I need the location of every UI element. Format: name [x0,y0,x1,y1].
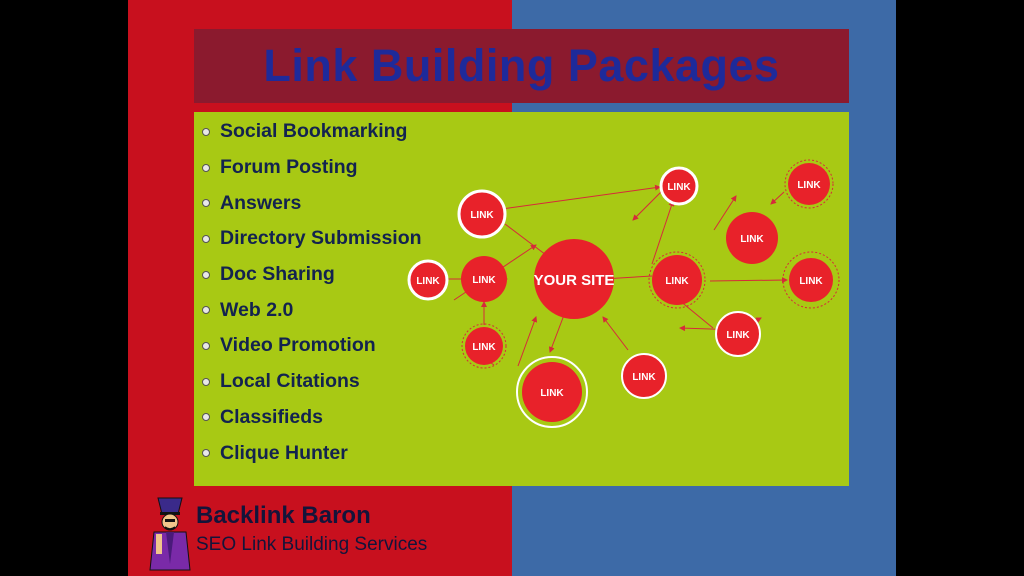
bullet-icon [202,341,210,350]
link-node-label: LINK [799,276,823,287]
bullet-icon [202,306,210,315]
link-node: LINK [457,189,507,239]
link-node-label: LINK [740,234,764,245]
link-node-label: LINK [632,372,656,383]
link-node: LINK [784,159,834,209]
link-node: LINK [621,353,667,399]
link-node: LINK [782,251,840,309]
baron-mascot-icon [149,497,191,571]
service-label: Local Citations [220,370,360,393]
link-node: LINK [648,251,706,309]
list-item: Video Promotion [202,328,422,364]
slide: Link Building Packages Social Bookmarkin… [128,0,896,576]
link-node: LINK [659,166,699,206]
link-node-label: LINK [797,180,821,191]
center-node: YOUR SITE [534,239,615,319]
list-item: Doc Sharing [202,257,422,293]
link-node: LINK [715,311,761,357]
list-item: Social Bookmarking [202,114,422,150]
slide-title: Link Building Packages [263,40,780,91]
service-label: Answers [220,191,302,214]
link-node: LINK [407,259,449,301]
link-node-label: LINK [665,276,689,287]
link-network-diagram: YOUR SITE LINK LINK LINK LINK [407,159,840,428]
bullet-icon [202,377,210,386]
service-label: Doc Sharing [220,263,335,286]
title-bar: Link Building Packages [194,29,849,103]
bullet-icon [202,270,210,279]
link-node-label: LINK [726,330,750,341]
link-node-label: LINK [470,210,494,221]
list-item: Web 2.0 [202,292,422,328]
link-node: LINK [726,212,778,264]
bullet-icon [202,413,210,422]
service-label: Forum Posting [220,156,358,179]
brand-block: Backlink Baron SEO Link Building Service… [148,494,508,574]
link-node-label: LINK [540,388,564,399]
link-node: LINK [461,323,507,369]
list-item: Directory Submission [202,221,422,257]
brand-name: Backlink Baron [196,502,371,529]
service-label: Web 2.0 [220,298,294,321]
link-node: LINK [461,256,507,302]
center-node-label: YOUR SITE [534,272,615,289]
bullet-icon [202,234,210,243]
service-label: Social Bookmarking [220,120,408,143]
link-node: LINK [516,356,588,428]
bullet-icon [202,127,210,136]
link-node-label: LINK [667,182,691,193]
service-label: Directory Submission [220,227,422,250]
link-node-label: LINK [416,276,440,287]
bullet-icon [202,449,210,458]
content-panel: Social Bookmarking Forum Posting Answers… [194,112,849,486]
list-item: Answers [202,185,422,221]
services-list: Social Bookmarking Forum Posting Answers… [202,114,422,471]
list-item: Clique Hunter [202,435,422,471]
bullet-icon [202,163,210,172]
list-item: Local Citations [202,364,422,400]
list-item: Classifieds [202,400,422,436]
service-label: Clique Hunter [220,441,348,464]
list-item: Forum Posting [202,150,422,186]
service-label: Video Promotion [220,334,376,357]
brand-tagline: SEO Link Building Services [196,534,428,555]
link-node-label: LINK [472,275,496,286]
link-node-label: LINK [472,342,496,353]
bullet-icon [202,199,210,208]
service-label: Classifieds [220,405,323,428]
